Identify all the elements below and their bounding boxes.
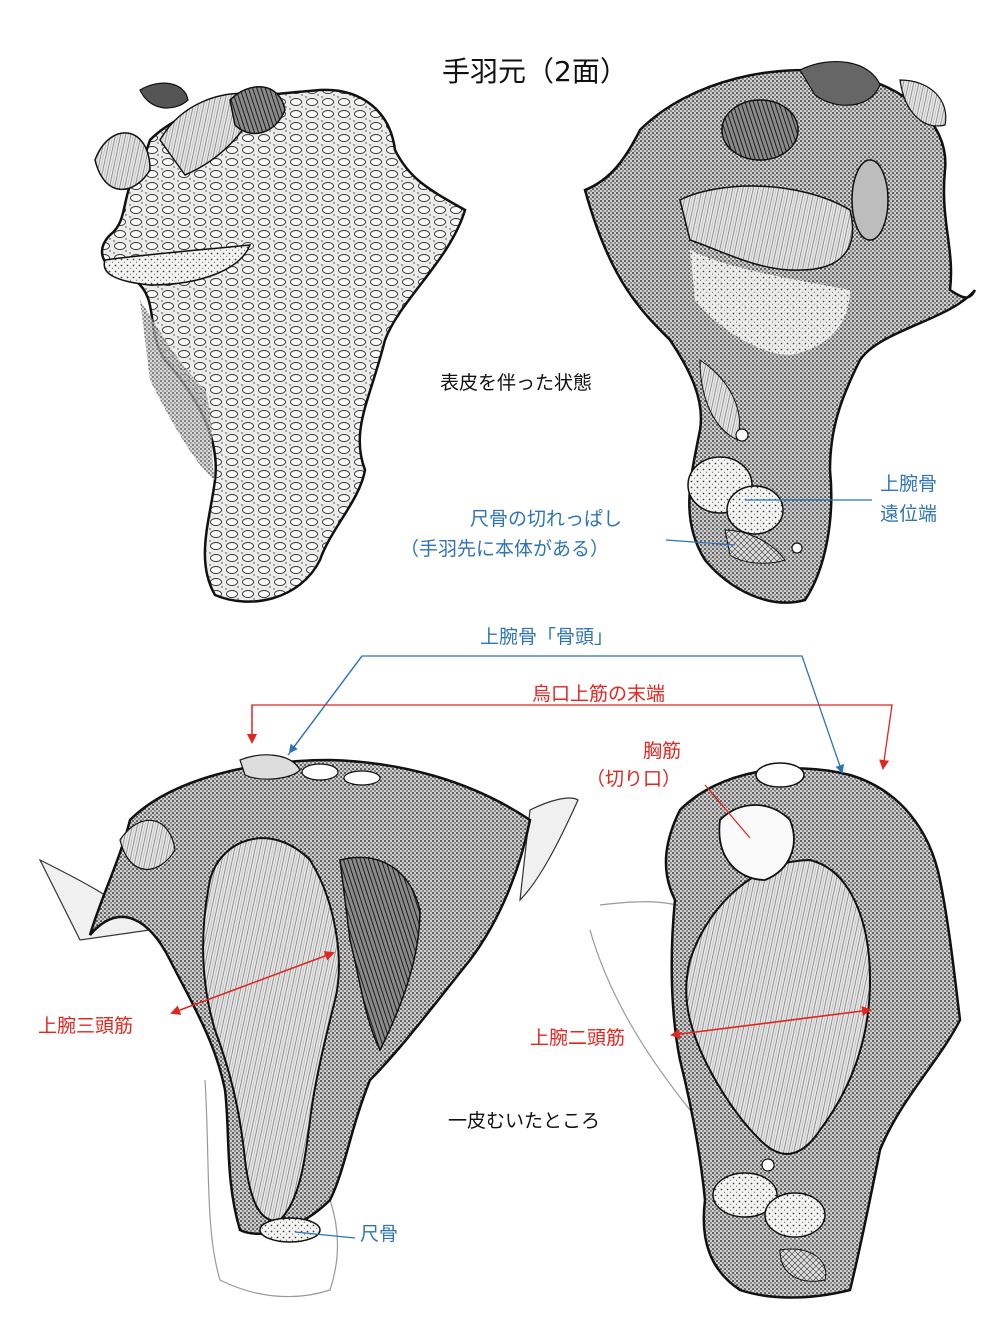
- skin-fold: [103, 244, 252, 286]
- ulna-fragment: [724, 529, 786, 564]
- label-humerus-distal-1: 上腕骨: [880, 473, 938, 495]
- label-ulna-cut-1: 尺骨の切れっぱし: [470, 508, 623, 530]
- skin-flap-right: [519, 797, 579, 902]
- skin-shadow: [140, 300, 215, 480]
- skin-body: [100, 88, 467, 603]
- leader-supracoracoideus: [251, 704, 893, 770]
- exposed-bone-area: [679, 185, 854, 271]
- label-pectoral-1: 胸筋: [642, 740, 681, 762]
- label-humerus-distal-2: 遠位端: [880, 503, 938, 525]
- label-humerus-head: 上腕骨「骨頭」: [480, 626, 614, 648]
- joint-bones-bottom-left: [119, 754, 381, 870]
- joint-top-right: [721, 60, 947, 241]
- skinned-drumette-right-drawing: [589, 762, 962, 1299]
- drumette-with-skin-drawing: [94, 82, 467, 603]
- muscle-side-band: [339, 856, 421, 1052]
- arrow-biceps: [670, 1006, 872, 1039]
- label-ulna: 尺骨: [360, 1223, 399, 1245]
- label-supracoracoideus-end: 烏口上筋の末端: [532, 683, 666, 705]
- leader-humerus-head: [287, 655, 844, 774]
- humerus-head-right: [755, 762, 805, 788]
- label-ulna-cut-2: （手羽先に本体がある）: [400, 538, 610, 560]
- label-biceps: 上腕二頭筋: [530, 1027, 626, 1049]
- triceps-muscle: [202, 837, 340, 1222]
- label-pectoral-2: （切り口）: [586, 768, 682, 790]
- distal-humerus-end: [687, 359, 784, 535]
- joint-bones-bottom-right: [712, 1158, 827, 1282]
- ulna-end-left: [259, 1217, 321, 1243]
- light-skin-patch: [690, 250, 850, 355]
- callout-lines: [170, 499, 893, 1239]
- leader-ulna: [294, 1231, 356, 1239]
- label-with-skin: 表皮を伴った状態: [440, 372, 593, 394]
- label-triceps: 上腕三頭筋: [38, 1015, 134, 1037]
- page-title: 手羽元（2面）: [442, 55, 628, 88]
- joint-bones-top: [94, 82, 286, 191]
- outline-skin-lower: [204, 1079, 339, 1298]
- label-skinned: 一皮むいたところ: [448, 1110, 601, 1132]
- leader-pectoral: [704, 784, 751, 839]
- arrow-triceps: [170, 951, 335, 1015]
- drumette-other-side-drawing: [583, 60, 977, 604]
- leader-ulna-fragment: [665, 539, 736, 546]
